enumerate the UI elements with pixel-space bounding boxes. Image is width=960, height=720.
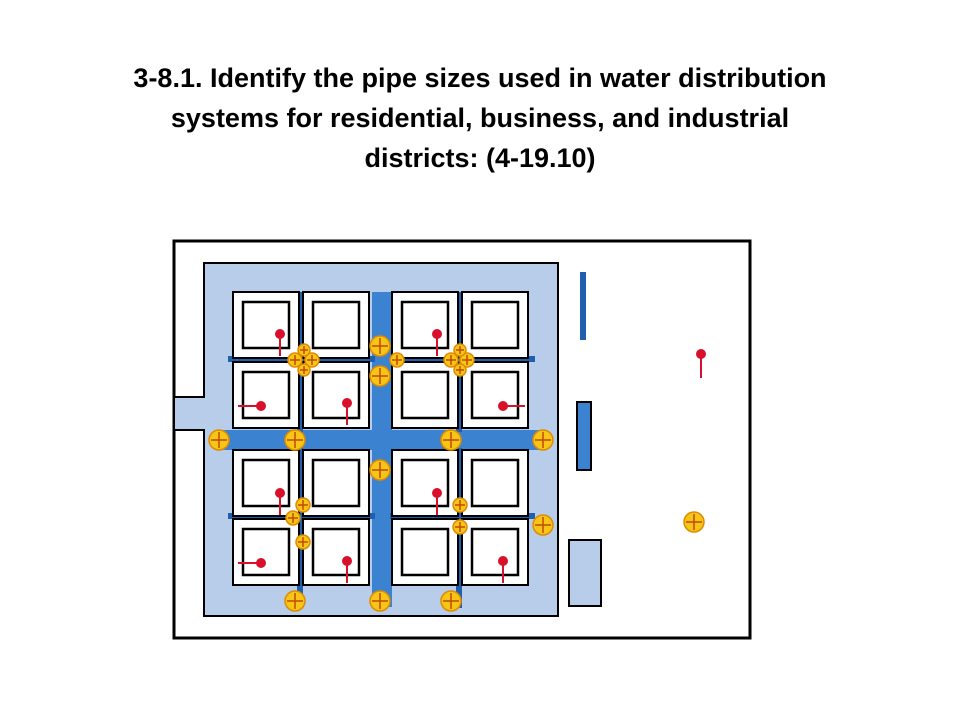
service-connection-icon bbox=[238, 401, 266, 411]
title-line-1: 3-8.1. Identify the pipe sizes used in w… bbox=[133, 63, 827, 93]
right-pipe-box bbox=[576, 401, 592, 471]
hydrant-icon bbox=[532, 514, 554, 536]
title-line-2: systems for residential, business, and i… bbox=[170, 103, 790, 133]
hydrant-icon bbox=[369, 365, 391, 387]
right-pipe-segment bbox=[580, 272, 586, 340]
city-block bbox=[232, 361, 300, 429]
city-block bbox=[232, 518, 300, 586]
city-block bbox=[232, 449, 300, 517]
service-connection-icon bbox=[275, 488, 285, 515]
city-block bbox=[461, 518, 529, 586]
city-block bbox=[302, 361, 370, 429]
city-block bbox=[302, 291, 370, 359]
city-blocks bbox=[232, 291, 529, 586]
hydrant-icon bbox=[295, 534, 311, 550]
hydrant-icon bbox=[440, 590, 462, 612]
hydrant-icon bbox=[297, 363, 311, 377]
hydrant-icon bbox=[452, 519, 468, 535]
service-connection-icon bbox=[432, 329, 442, 356]
hydrant-icon bbox=[285, 510, 301, 526]
hydrant-icon bbox=[452, 497, 468, 513]
service-connection-icon bbox=[696, 349, 706, 378]
hydrant-icon bbox=[459, 352, 475, 368]
hydrant-icon bbox=[295, 497, 311, 513]
city-block bbox=[302, 449, 370, 517]
hydrant-icon bbox=[443, 352, 459, 368]
city-block bbox=[391, 361, 459, 429]
service-connections bbox=[238, 329, 706, 583]
hydrant-icon bbox=[284, 429, 306, 451]
hydrant-icon bbox=[389, 352, 405, 368]
city-block bbox=[461, 291, 529, 359]
slide-title: 3-8.1. Identify the pipe sizes used in w… bbox=[40, 58, 920, 178]
hydrant-icon bbox=[683, 511, 705, 533]
service-connection-icon bbox=[432, 488, 442, 515]
hydrant-icon bbox=[284, 590, 306, 612]
service-connection-icon bbox=[275, 329, 285, 356]
city-block bbox=[391, 291, 459, 359]
service-connection-icon bbox=[342, 398, 352, 425]
service-connection-icon bbox=[238, 558, 266, 568]
hydrants bbox=[208, 335, 705, 612]
city-block bbox=[391, 449, 459, 517]
hydrant-icon bbox=[369, 590, 391, 612]
title-line-3: districts: (4-19.10) bbox=[364, 143, 596, 173]
hydrant-icon bbox=[440, 429, 462, 451]
hydrant-icon bbox=[453, 343, 467, 357]
right-building bbox=[568, 539, 602, 607]
hydrant-icon bbox=[297, 343, 311, 357]
city-block bbox=[391, 518, 459, 586]
city-block bbox=[232, 291, 300, 359]
service-connection-icon bbox=[342, 556, 352, 583]
hydrant-icon bbox=[369, 459, 391, 481]
hydrant-icon bbox=[453, 363, 467, 377]
city-block bbox=[302, 518, 370, 586]
hydrant-icon bbox=[532, 429, 554, 451]
service-connection-icon bbox=[498, 556, 508, 583]
hydrant-icon bbox=[304, 352, 320, 368]
hydrant-icon bbox=[369, 335, 391, 357]
city-block bbox=[461, 361, 529, 429]
hydrant-icon bbox=[208, 429, 230, 451]
city-block bbox=[461, 449, 529, 517]
service-connection-icon bbox=[498, 401, 525, 411]
hydrant-icon bbox=[287, 352, 303, 368]
